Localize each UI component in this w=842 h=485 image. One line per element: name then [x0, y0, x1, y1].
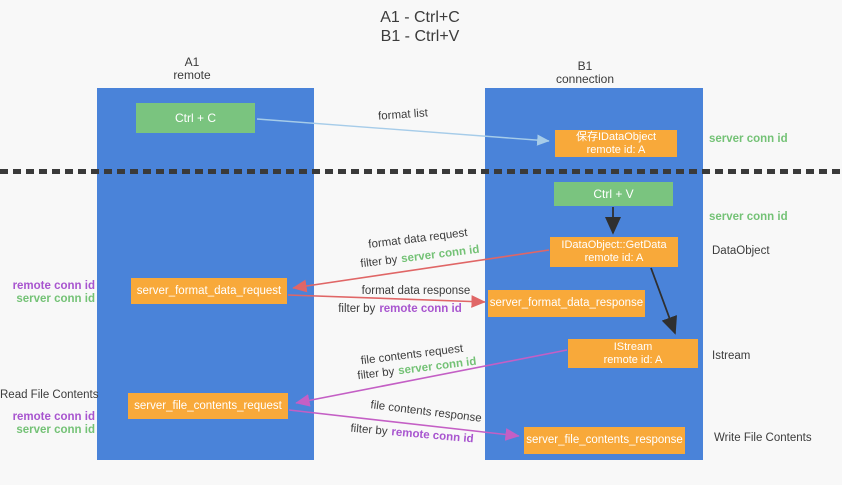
node-save-idataobject-line2: remote id: A	[586, 143, 646, 156]
diagram-title: A1 - Ctrl+C B1 - Ctrl+V	[330, 8, 510, 46]
node-server-file-contents-request-label: server_file_contents_request	[134, 399, 282, 412]
node-idataobject-getdata-line2: remote id: A	[584, 252, 644, 264]
node-server-file-contents-request: server_file_contents_request	[128, 393, 288, 419]
node-idataobject-getdata: IDataObject::GetData remote id: A	[550, 237, 678, 267]
node-ctrl-v-label: Ctrl + V	[593, 187, 634, 201]
dashed-separator	[0, 169, 842, 174]
node-save-idataobject-line1: 保存IDataObject	[575, 130, 657, 143]
column-right-name: connection	[555, 72, 615, 86]
label-filter-server-conn-id-1: server conn id	[400, 243, 481, 266]
label-filter-by-2: filter by	[338, 303, 376, 315]
node-ctrl-v: Ctrl + V	[554, 182, 673, 206]
node-server-file-contents-response-label: server_file_contents_response	[526, 434, 683, 446]
node-server-format-data-request: server_format_data_request	[131, 278, 287, 304]
column-header-connection: B1 connection	[485, 60, 685, 86]
node-idataobject-getdata-line1: IDataObject::GetData	[561, 239, 667, 251]
node-istream: IStream remote id: A	[568, 339, 698, 368]
label-filter-remote-conn-id-2: remote conn id	[390, 426, 475, 446]
label-format-data-response: format data response	[361, 285, 471, 297]
node-server-format-data-request-label: server_format_data_request	[136, 284, 282, 297]
column-left-id: A1	[184, 55, 200, 69]
node-istream-line2: remote id: A	[603, 353, 663, 366]
node-istream-line1: IStream	[613, 340, 653, 353]
label-file-contents-response: file contents response	[369, 399, 483, 425]
title-line-2: B1 - Ctrl+V	[380, 28, 460, 45]
label-server-conn-id-left-top: server conn id	[16, 293, 95, 305]
label-read-file-contents: Read File Contents	[0, 389, 99, 401]
column-right-id: B1	[577, 59, 593, 73]
label-filter-by-3: filter by	[356, 365, 396, 383]
label-format-list: format list	[377, 107, 429, 123]
label-filter-by-1: filter by	[359, 253, 399, 271]
node-server-format-data-response-label: server_format_data_response	[489, 297, 644, 309]
node-save-idataobject: 保存IDataObject remote id: A	[555, 130, 677, 157]
label-server-conn-id-right-top: server conn id	[709, 133, 788, 145]
label-conn-ids-left-bottom: remote conn id server conn id	[0, 411, 95, 437]
label-remote-conn-id-left-top: remote conn id	[12, 280, 95, 292]
node-server-format-data-response: server_format_data_response	[488, 290, 645, 317]
label-dataobject: DataObject	[712, 245, 770, 257]
label-remote-conn-id-left-bottom: remote conn id	[12, 411, 95, 423]
label-write-file-contents: Write File Contents	[714, 432, 812, 444]
node-ctrl-c-label: Ctrl + C	[174, 111, 216, 125]
node-server-file-contents-response: server_file_contents_response	[524, 427, 685, 454]
column-left-name: remote	[173, 68, 211, 82]
label-server-conn-id-left-bottom: server conn id	[16, 424, 95, 436]
node-ctrl-c: Ctrl + C	[136, 103, 255, 133]
label-filter-by-4: filter by	[349, 422, 388, 438]
label-istream: Istream	[712, 350, 751, 362]
title-line-1: A1 - Ctrl+C	[380, 9, 460, 26]
column-header-remote: A1 remote	[92, 56, 292, 82]
label-server-conn-id-right-mid: server conn id	[709, 211, 788, 223]
label-conn-ids-left-top: remote conn id server conn id	[0, 280, 95, 306]
label-filter-remote-conn-id-1: remote conn id	[379, 303, 462, 315]
